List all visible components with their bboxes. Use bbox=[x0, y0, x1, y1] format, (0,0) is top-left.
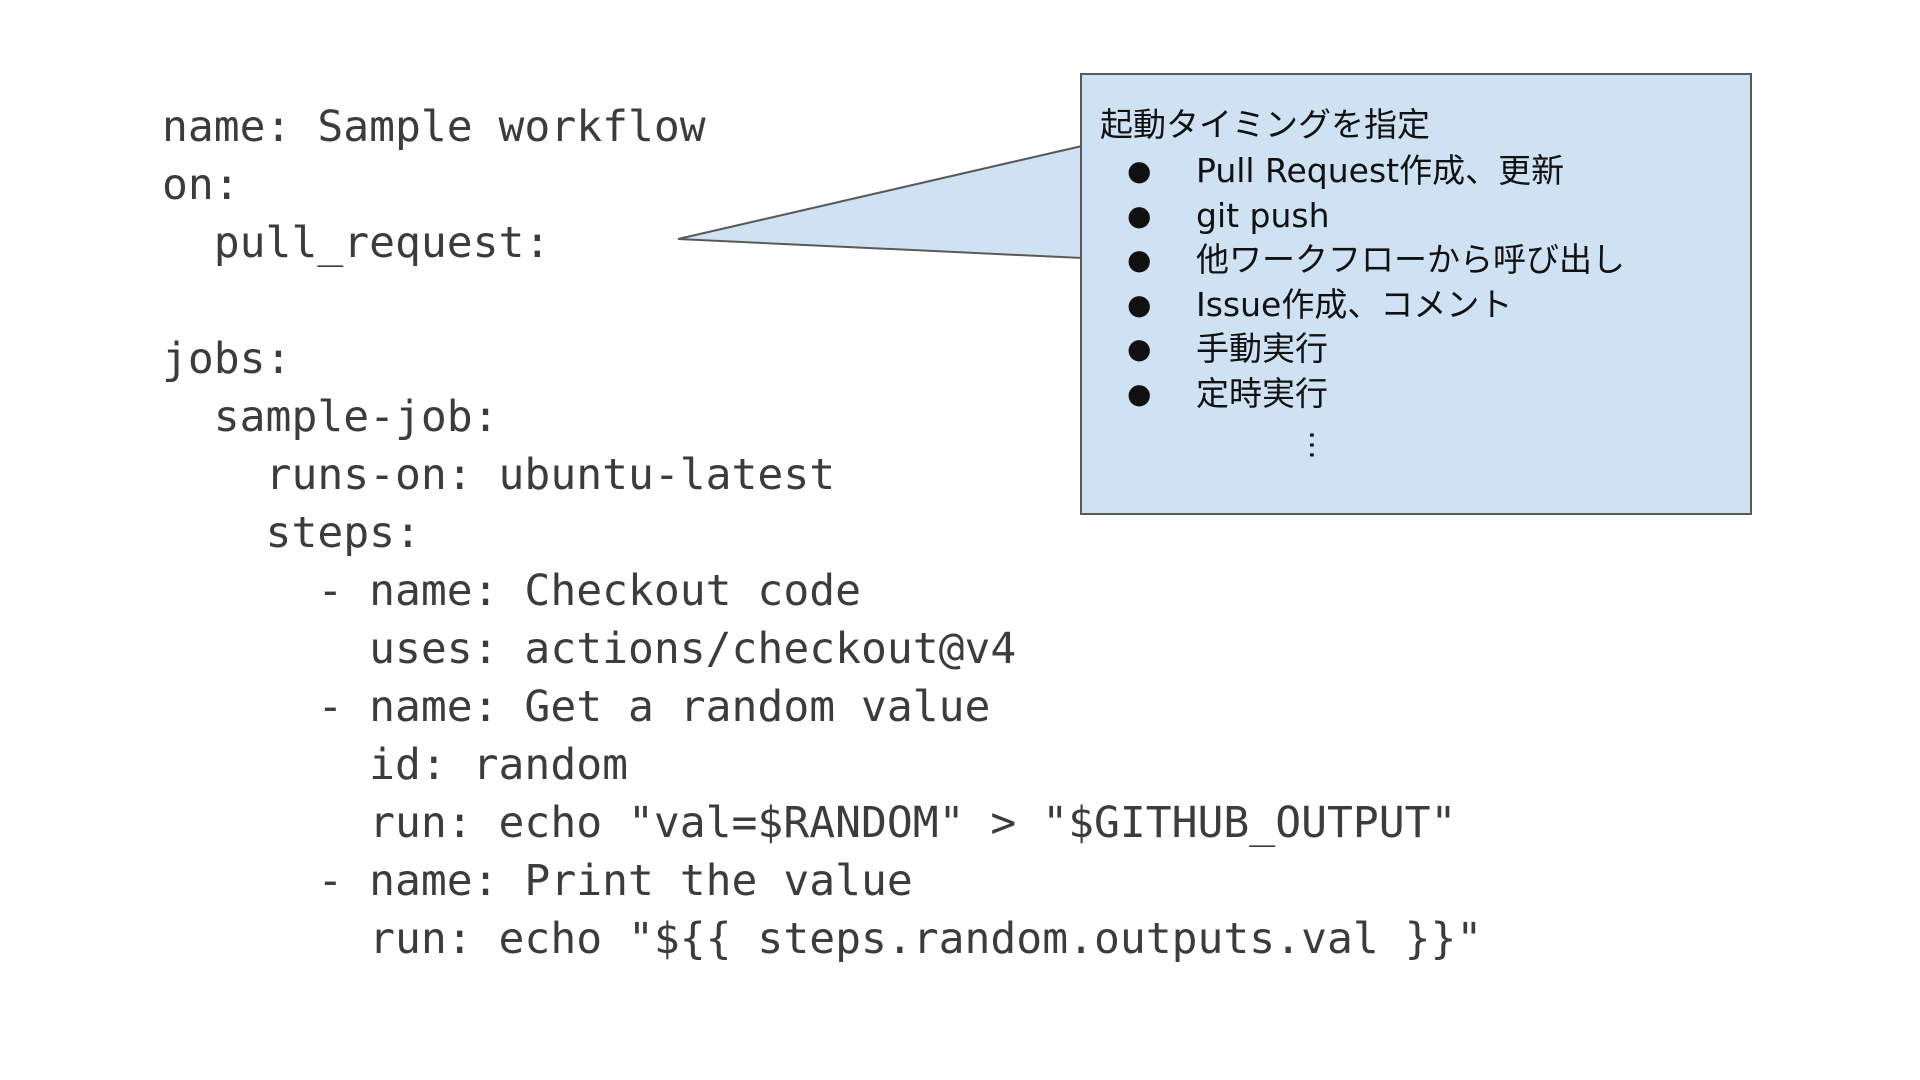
code-line: pull_request: bbox=[162, 218, 551, 268]
list-item-label: git push bbox=[1196, 195, 1330, 235]
bullet-icon: ● bbox=[1127, 332, 1152, 365]
code-line: - name: Get a random value bbox=[162, 682, 991, 732]
code-line: jobs: bbox=[162, 334, 292, 384]
more-ellipsis: … bbox=[1302, 430, 1337, 460]
bullet-icon: ● bbox=[1127, 287, 1152, 321]
code-line: sample-job: bbox=[162, 392, 499, 442]
workflow-yaml-code: name: Sample workflow on: pull_request:jo… bbox=[162, 98, 1482, 968]
code-line: run: echo "val=$RANDOM" > "$GITHUB_OUTPU… bbox=[162, 798, 1457, 848]
callout-title: 起動タイミングを指定 bbox=[1100, 105, 1430, 144]
code-line: runs-on: ubuntu-latest bbox=[162, 450, 836, 500]
list-item-label: Pull Request作成、更新 bbox=[1196, 151, 1565, 190]
list-item-label: 定時実行 bbox=[1196, 373, 1328, 413]
bullet-icon: ● bbox=[1127, 243, 1152, 276]
trigger-callout: 起動タイミングを指定 ● Pull Request作成、更新 ● git pus… bbox=[1080, 73, 1752, 515]
code-line: id: random bbox=[162, 740, 628, 790]
code-line: name: Sample workflow bbox=[162, 102, 706, 152]
code-line: steps: bbox=[162, 508, 421, 558]
list-item-label: 手動実行 bbox=[1196, 329, 1328, 368]
code-line: on: bbox=[162, 160, 240, 210]
code-line: run: echo "${{ steps.random.outputs.val … bbox=[162, 914, 1483, 964]
code-line: - name: Print the value bbox=[162, 856, 913, 906]
bullet-icon: ● bbox=[1127, 198, 1152, 232]
bullet-icon: ● bbox=[1127, 376, 1152, 410]
code-line: uses: actions/checkout@v4 bbox=[162, 624, 1017, 674]
bullet-icon: ● bbox=[1127, 154, 1152, 187]
list-item-label: 他ワークフローから呼び出し bbox=[1196, 240, 1625, 279]
code-line: - name: Checkout code bbox=[162, 566, 861, 616]
list-item-label: Issue作成、コメント bbox=[1196, 284, 1513, 324]
